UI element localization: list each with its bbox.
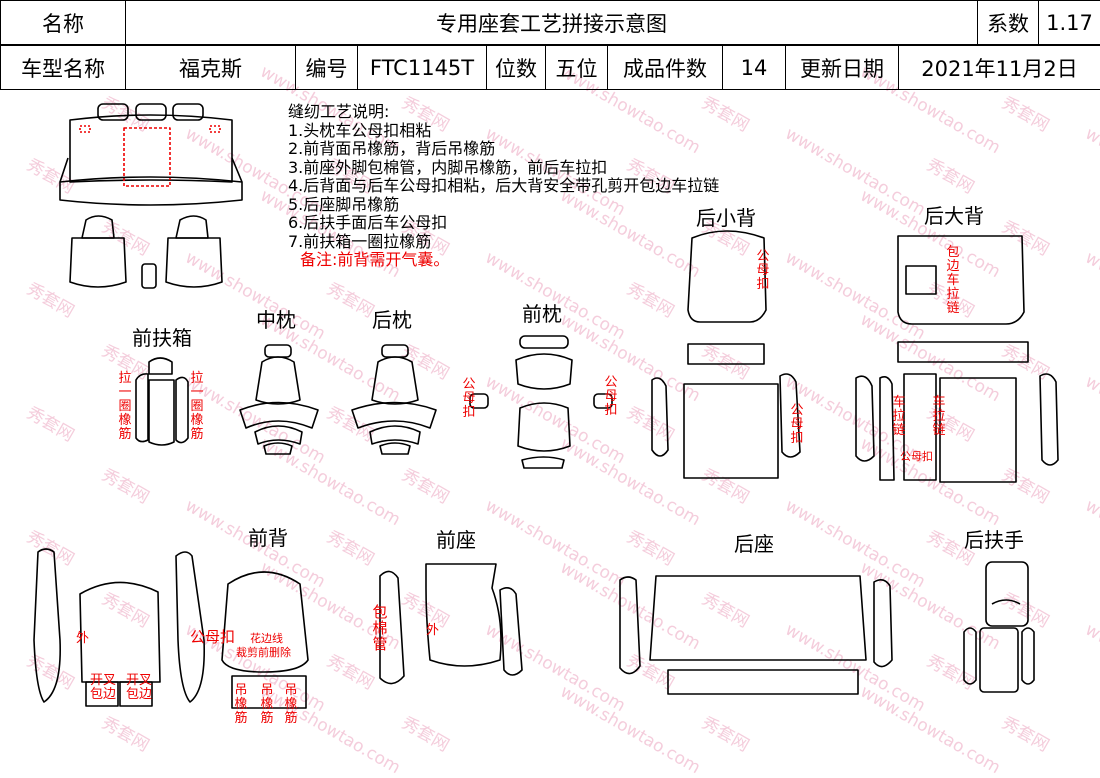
label-rear-seat: 后座 bbox=[734, 528, 774, 557]
annotation-open-edge: 开叉包边 bbox=[126, 674, 152, 702]
annotation-snap: 公母扣 bbox=[900, 450, 933, 464]
sewing-notes: 缝纫工艺说明: 1.头枕车公母扣相粘 2.前背面吊橡筋，背后吊橡筋 3.前座外脚… bbox=[288, 103, 719, 270]
front-armrest-box-pattern bbox=[136, 358, 188, 445]
annotation-pull-elastic-right: 拉一圈橡筋 bbox=[190, 372, 204, 442]
annotation-snap: 公母扣 bbox=[756, 250, 770, 292]
notes-remark: 备注:前背需开气囊。 bbox=[288, 251, 719, 270]
rear-armrest-pattern bbox=[964, 562, 1034, 692]
label-middle-headrest: 中枕 bbox=[256, 304, 296, 333]
annotation-elastic: 吊橡筋 bbox=[260, 684, 274, 726]
label-front-armrest-box: 前扶箱 bbox=[132, 322, 192, 351]
annotation-snap: 公母扣 bbox=[604, 376, 618, 418]
note-item: 5.后座脚吊橡筋 bbox=[288, 196, 719, 215]
note-item: 3.前座外脚包棉管，内脚吊橡筋，前后车拉扣 bbox=[288, 159, 719, 178]
annotation-zipper: 车拉链 bbox=[892, 396, 906, 438]
annotation-outer: 外 bbox=[426, 624, 439, 638]
annotation-snap: 公母扣 bbox=[190, 630, 235, 644]
note-item: 1.头枕车公母扣相粘 bbox=[288, 122, 719, 141]
rear-headrest-pattern bbox=[352, 345, 436, 454]
annotation-outer: 外 bbox=[76, 632, 89, 646]
seat-overview-illustration bbox=[60, 104, 242, 288]
label-rear-large-back: 后大背 bbox=[924, 200, 984, 229]
annotation-trim-note: 裁剪前删除 bbox=[236, 646, 291, 660]
label-front-headrest: 前枕 bbox=[522, 298, 562, 327]
middle-headrest-pattern bbox=[240, 345, 318, 454]
note-item: 2.前背面吊橡筋，背后吊橡筋 bbox=[288, 140, 719, 159]
front-seat-pattern bbox=[380, 564, 522, 684]
annotation-trim-line: 花边线 bbox=[250, 632, 283, 646]
annotation-open-edge: 开叉包边 bbox=[90, 674, 116, 702]
annotation-cotton-tube: 包棉管 bbox=[372, 604, 388, 652]
notes-heading: 缝纫工艺说明: bbox=[288, 103, 719, 122]
label-front-back: 前背 bbox=[248, 522, 288, 551]
annotation-zipper: 车拉链 bbox=[932, 396, 946, 438]
annotation-snap: 公母扣 bbox=[462, 378, 476, 420]
label-rear-armrest: 后扶手 bbox=[964, 524, 1024, 553]
annotation-pull-elastic-left: 拉一圈橡筋 bbox=[118, 372, 132, 442]
rear-seat-pattern bbox=[620, 576, 892, 694]
front-headrest-pattern bbox=[470, 336, 612, 468]
note-item: 6.后扶手面后车公母扣 bbox=[288, 214, 719, 233]
label-rear-small-back: 后小背 bbox=[696, 202, 756, 231]
note-item: 7.前扶箱一圈拉橡筋 bbox=[288, 233, 719, 252]
label-rear-headrest: 后枕 bbox=[372, 304, 412, 333]
annotation-elastic: 吊橡筋 bbox=[284, 684, 298, 726]
label-front-seat: 前座 bbox=[436, 524, 476, 553]
note-item: 4.后背面与后车公母扣相粘，后大背安全带孔剪开包边车拉链 bbox=[288, 177, 719, 196]
annotation-snap: 公母扣 bbox=[790, 404, 804, 446]
annotation-elastic: 吊橡筋 bbox=[234, 684, 248, 726]
annotation-edge-zipper: 包边车拉链 bbox=[946, 246, 960, 316]
